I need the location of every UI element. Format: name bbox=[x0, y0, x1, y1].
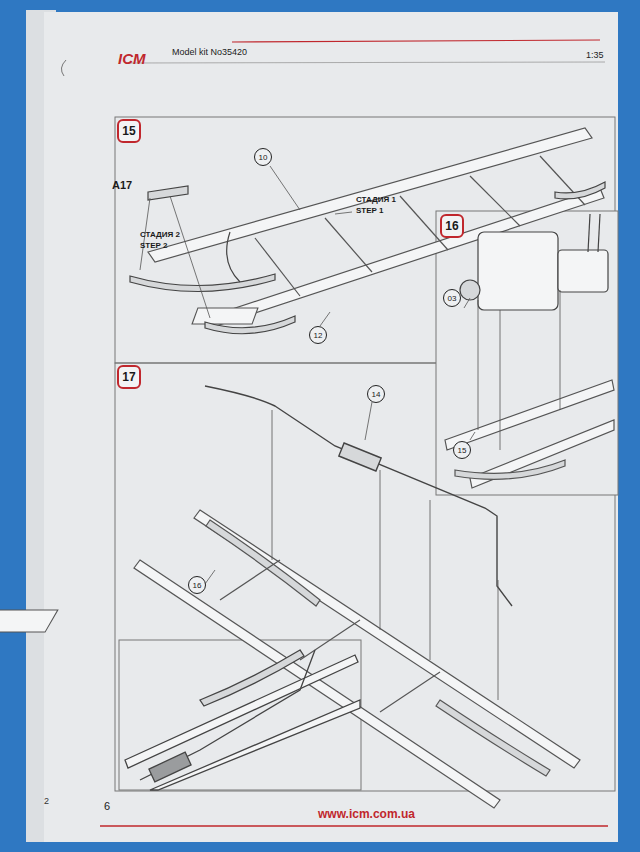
step-number: 17 bbox=[117, 365, 141, 389]
header-rule bbox=[232, 40, 600, 42]
leader-line bbox=[464, 290, 560, 450]
page-mark: 2 bbox=[44, 796, 49, 806]
node-text: 14 bbox=[372, 390, 381, 399]
node-text: 10 bbox=[259, 153, 268, 162]
node-text: 17 bbox=[122, 370, 135, 384]
callout-number: 10 bbox=[254, 148, 272, 166]
step-number: 15 bbox=[117, 119, 141, 143]
exhaust-pipe bbox=[205, 386, 512, 606]
part-number: A17 bbox=[112, 179, 132, 191]
step-stage-label: СТАДИЯ 1 bbox=[356, 195, 396, 204]
leader-line bbox=[205, 402, 498, 700]
node-text: 16 bbox=[445, 219, 458, 233]
callout-number: 16 bbox=[188, 576, 206, 594]
header-rule bbox=[130, 62, 605, 63]
callout-number: 14 bbox=[367, 385, 385, 403]
chassis-frame bbox=[0, 510, 580, 808]
scale: 1:35 bbox=[586, 50, 604, 60]
step-stage-label: СТАДИЯ 2 bbox=[140, 230, 180, 239]
website: www.icm.com.ua bbox=[318, 807, 415, 821]
callout-number: 03 bbox=[443, 289, 461, 307]
detail-inset bbox=[119, 640, 361, 790]
node-text: 03 bbox=[448, 294, 457, 303]
step-stage-label: STEP 2 bbox=[140, 241, 167, 250]
node-text: 15 bbox=[458, 446, 467, 455]
chassis-frame bbox=[148, 128, 604, 328]
leaf-spring bbox=[130, 182, 605, 334]
kit-number: Model kit No35420 bbox=[172, 47, 247, 57]
step-number: 16 bbox=[440, 214, 464, 238]
node-text: 16 bbox=[193, 581, 202, 590]
step-panel bbox=[436, 211, 618, 495]
page-number: 6 bbox=[104, 800, 110, 812]
step-stage-label: STEP 1 bbox=[356, 206, 383, 215]
brand-logo: ICM bbox=[118, 50, 146, 67]
chassis-frame bbox=[445, 380, 614, 488]
node-text: 15 bbox=[122, 124, 135, 138]
callout-number: 15 bbox=[453, 441, 471, 459]
footer-rule bbox=[100, 825, 608, 827]
sheet bbox=[44, 12, 618, 842]
engine bbox=[460, 214, 608, 310]
callout-number: 12 bbox=[309, 326, 327, 344]
node-text: 12 bbox=[314, 331, 323, 340]
leader-line bbox=[140, 166, 352, 326]
page-mark bbox=[61, 60, 66, 76]
detail-view bbox=[125, 650, 360, 790]
